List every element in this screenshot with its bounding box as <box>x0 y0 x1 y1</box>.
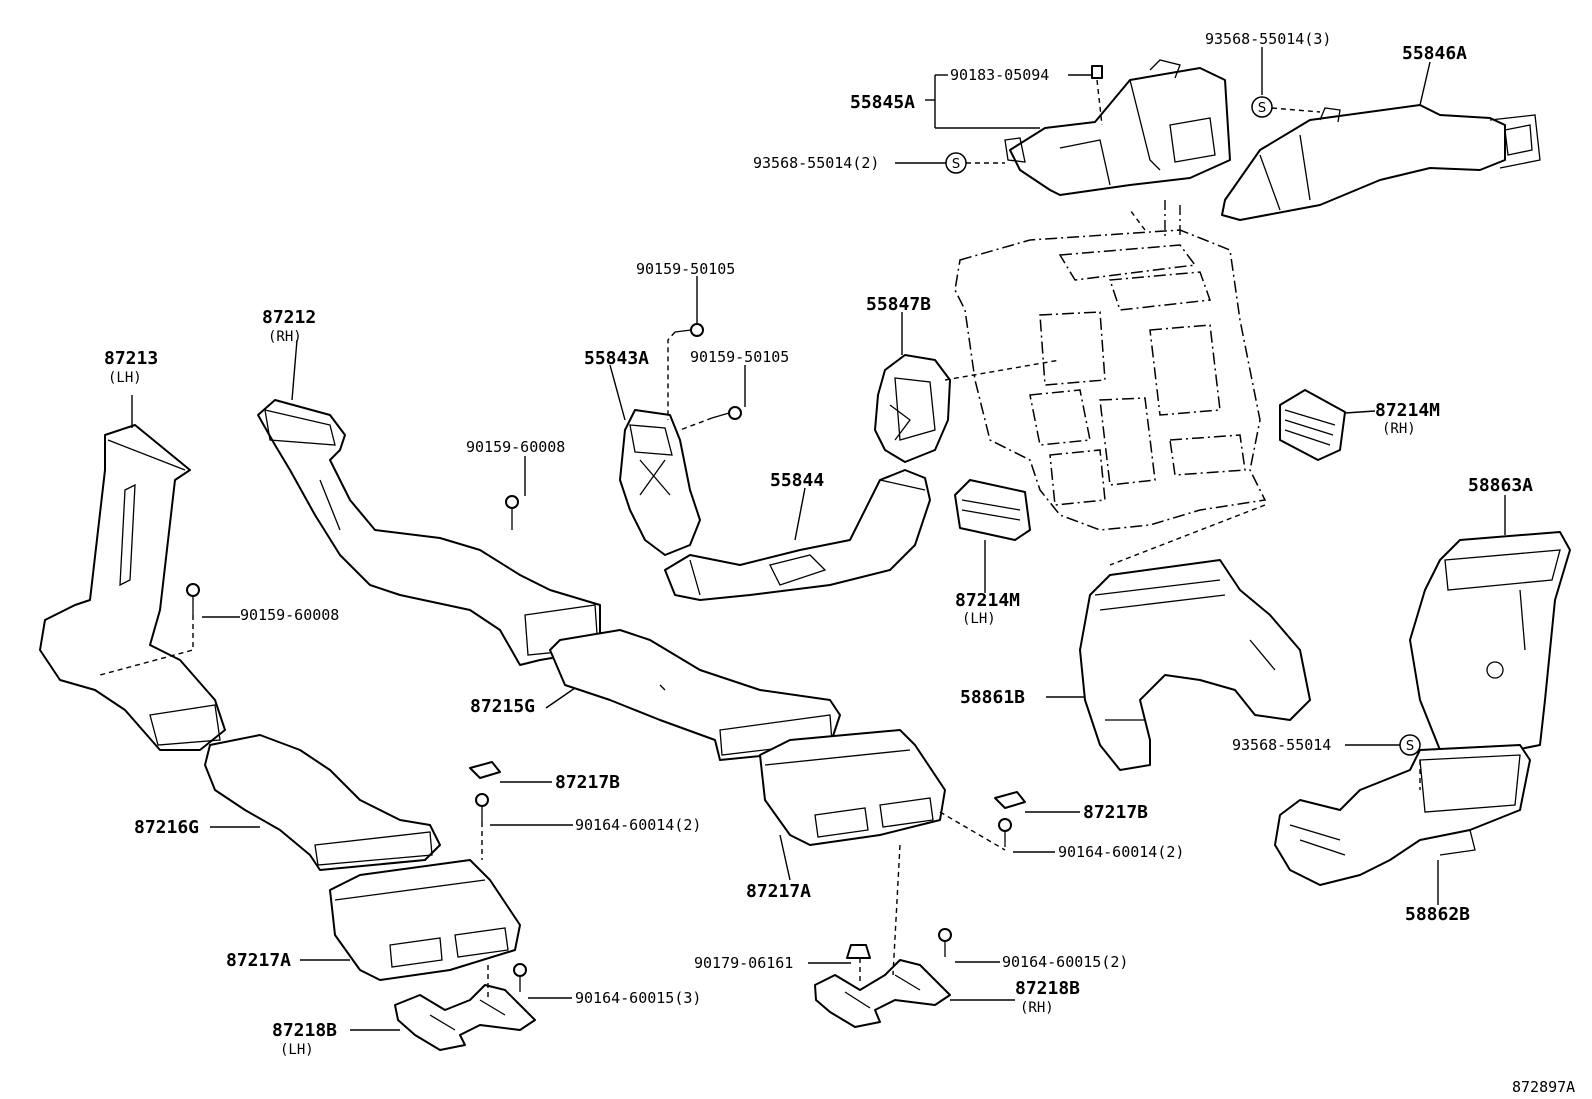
label-58863A: 58863A <box>1468 475 1533 496</box>
part-55845A <box>1004 59 1231 196</box>
label-90183-05094: 90183-05094 <box>950 66 1049 84</box>
label-90179-06161: 90179-06161 <box>694 954 793 972</box>
sealant-symbol-3: S <box>1399 734 1421 756</box>
part-labels: 55845A 90183-05094 93568-55014(3) 55846A… <box>104 30 1575 1096</box>
label-90159-50105-upper: 90159-50105 <box>636 260 735 278</box>
drawing-number: 872897A <box>1512 1078 1575 1096</box>
sealant-symbol-1: S <box>945 152 967 174</box>
label-87218B-lh-side: (LH) <box>280 1042 314 1058</box>
label-90159-60008-upper: 90159-60008 <box>466 438 565 456</box>
label-87217A-left: 87217A <box>226 950 291 971</box>
screw-90164-60015-left <box>513 963 527 992</box>
label-87214M-lh: 87214M <box>955 590 1020 611</box>
label-87213-side: (LH) <box>108 370 142 386</box>
label-90159-60008-lower: 90159-60008 <box>240 606 339 624</box>
label-87217A-right: 87217A <box>746 881 811 902</box>
label-90159-50105-lower: 90159-50105 <box>690 348 789 366</box>
part-87212 <box>257 399 601 666</box>
part-55843A <box>619 409 701 556</box>
label-55844: 55844 <box>770 470 824 491</box>
part-87214M-rh <box>1279 389 1346 461</box>
label-93568-55014-2: 93568-55014(2) <box>753 154 879 172</box>
screw-90164-60014-right <box>998 818 1012 847</box>
label-87215G: 87215G <box>470 696 535 717</box>
label-87218B-rh: 87218B <box>1015 978 1080 999</box>
label-90164-60015-right: 90164-60015(2) <box>1002 953 1128 971</box>
part-87217A-left <box>329 859 521 981</box>
clip-87217B-left <box>469 761 501 779</box>
label-90164-60014-left: 90164-60014(2) <box>575 816 701 834</box>
part-heater-unit-phantom <box>954 200 1267 531</box>
label-55845A: 55845A <box>850 92 915 113</box>
label-87214M-rh: 87214M <box>1375 400 1440 421</box>
label-55846A: 55846A <box>1402 43 1467 64</box>
part-55846A <box>1221 104 1541 221</box>
part-87218B-lh <box>394 984 536 1051</box>
bolt-90159-60008-upper <box>505 495 519 530</box>
part-87214M-lh <box>954 479 1031 541</box>
label-58862B: 58862B <box>1405 904 1470 925</box>
clip-87217B-right <box>994 791 1026 809</box>
part-58861B <box>1079 559 1311 771</box>
label-87217B-left: 87217B <box>555 772 620 793</box>
part-58863A <box>1409 531 1571 761</box>
nut-90179-06161 <box>846 944 871 959</box>
label-87212-side: (RH) <box>268 329 302 345</box>
label-58861B: 58861B <box>960 687 1025 708</box>
svg-text:S: S <box>1406 739 1414 754</box>
bolt-90159-50105-lower <box>711 406 742 420</box>
part-87213 <box>39 424 226 751</box>
label-55847B: 55847B <box>866 294 931 315</box>
clip-90183-05094 <box>1091 65 1103 79</box>
label-90164-60015-left: 90164-60015(3) <box>575 989 701 1007</box>
label-55843A: 55843A <box>584 348 649 369</box>
label-90164-60014-right: 90164-60014(2) <box>1058 843 1184 861</box>
part-87217A-right <box>759 729 946 846</box>
label-87217B-right: 87217B <box>1083 802 1148 823</box>
bolt-90159-60008-lower <box>186 583 200 615</box>
label-93568-55014: 93568-55014 <box>1232 736 1331 754</box>
screw-90164-60015-right <box>938 928 952 957</box>
label-87216G: 87216G <box>134 817 199 838</box>
svg-text:S: S <box>952 157 960 172</box>
leader-lines <box>99 47 1506 1031</box>
part-87216G <box>204 734 441 871</box>
screw-90164-60014-left <box>475 793 489 822</box>
label-87212: 87212 <box>262 307 316 328</box>
label-87214M-lh-side: (LH) <box>962 611 996 627</box>
part-55844 <box>664 469 931 601</box>
label-87213: 87213 <box>104 348 158 369</box>
bolt-90159-50105-upper <box>674 323 704 337</box>
svg-text:S: S <box>1258 101 1266 116</box>
label-87218B-lh: 87218B <box>272 1020 337 1041</box>
label-87214M-rh-side: (RH) <box>1382 421 1416 437</box>
sealant-symbol-2: S <box>1251 96 1273 118</box>
part-55847B <box>874 354 951 463</box>
part-58862B <box>1274 744 1531 886</box>
label-93568-55014-3: 93568-55014(3) <box>1205 30 1331 48</box>
part-87218B-rh <box>814 959 951 1028</box>
label-87218B-rh-side: (RH) <box>1020 1000 1054 1016</box>
